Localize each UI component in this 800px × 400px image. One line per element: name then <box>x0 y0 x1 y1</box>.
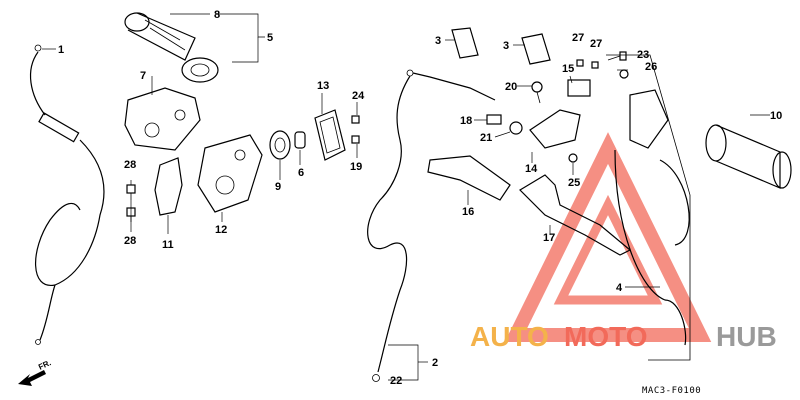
callout-label-15: 15 <box>562 63 574 75</box>
callout-label-6: 6 <box>298 167 304 179</box>
part-10-left-grip <box>705 124 792 189</box>
part-17-lever <box>519 174 632 256</box>
callout-label-8: 8 <box>214 9 220 21</box>
callout-label-13: 13 <box>317 80 329 92</box>
callout-label-10: 10 <box>770 110 782 122</box>
callout-label-3: 3 <box>503 40 509 52</box>
part-6-bushing <box>294 131 306 149</box>
callout-label-3: 3 <box>435 35 441 47</box>
callout-label-7: 7 <box>140 70 146 82</box>
callout-label-25: 25 <box>568 177 580 189</box>
callout-label-24: 24 <box>352 90 365 102</box>
diagram-code: MAC3-F0100 <box>642 386 701 396</box>
watermark-auto: AUTO <box>470 321 549 352</box>
part-3-brackets <box>451 27 551 65</box>
front-marker-label: FR. <box>37 358 52 372</box>
part-7-throttle-housing <box>124 87 201 151</box>
part-24-19-screws <box>351 115 360 144</box>
part-8-grip <box>124 12 219 83</box>
callout-label-22: 22 <box>390 375 402 387</box>
part-20-bolt <box>531 81 543 104</box>
callout-label-20: 20 <box>505 81 517 93</box>
watermark-moto: MOTO <box>564 321 647 352</box>
part-12-lower-housing <box>197 134 263 213</box>
watermark: AUTO MOTO HUB <box>470 321 777 352</box>
callout-label-16: 16 <box>462 206 474 218</box>
callout-label-27: 27 <box>590 38 602 50</box>
part-27-screws <box>576 59 599 69</box>
callout-label-11: 11 <box>162 239 174 251</box>
callout-label-26: 26 <box>645 61 657 73</box>
callout-label-28: 28 <box>124 159 136 171</box>
callout-label-12: 12 <box>215 224 227 236</box>
callout-label-28: 28 <box>124 235 136 247</box>
callout-label-23: 23 <box>637 49 649 61</box>
callout-label-18: 18 <box>460 115 472 127</box>
callout-label-14: 14 <box>525 163 538 175</box>
part-15-perch <box>567 79 591 97</box>
callout-label-27: 27 <box>572 32 584 44</box>
part-1-throttle-cable <box>30 44 105 345</box>
part-4-switch-assembly <box>606 54 691 361</box>
part-13-cover <box>314 109 346 161</box>
callout-label-19: 19 <box>350 161 362 173</box>
callout-label-4: 4 <box>616 282 623 294</box>
watermark-hub: HUB <box>716 321 777 352</box>
callout-label-17: 17 <box>543 232 555 244</box>
callout-label-21: 21 <box>480 132 492 144</box>
front-arrow-icon: FR. <box>18 358 53 386</box>
callout-label-5: 5 <box>267 32 273 44</box>
part-14-bracket <box>529 109 581 149</box>
callout-label-2: 2 <box>432 357 438 369</box>
part-16-lever-cover <box>427 155 511 201</box>
part-2-clutch-cable <box>367 69 496 382</box>
part-23-26-small <box>619 51 629 79</box>
part-25-nut <box>568 153 578 163</box>
callout-label-1: 1 <box>58 44 64 56</box>
leader-lines <box>42 13 770 381</box>
callout-label-9: 9 <box>275 181 281 193</box>
part-18-21-adjuster <box>486 114 523 135</box>
part-11-clamp <box>154 157 183 216</box>
part-9-collar <box>269 130 291 160</box>
